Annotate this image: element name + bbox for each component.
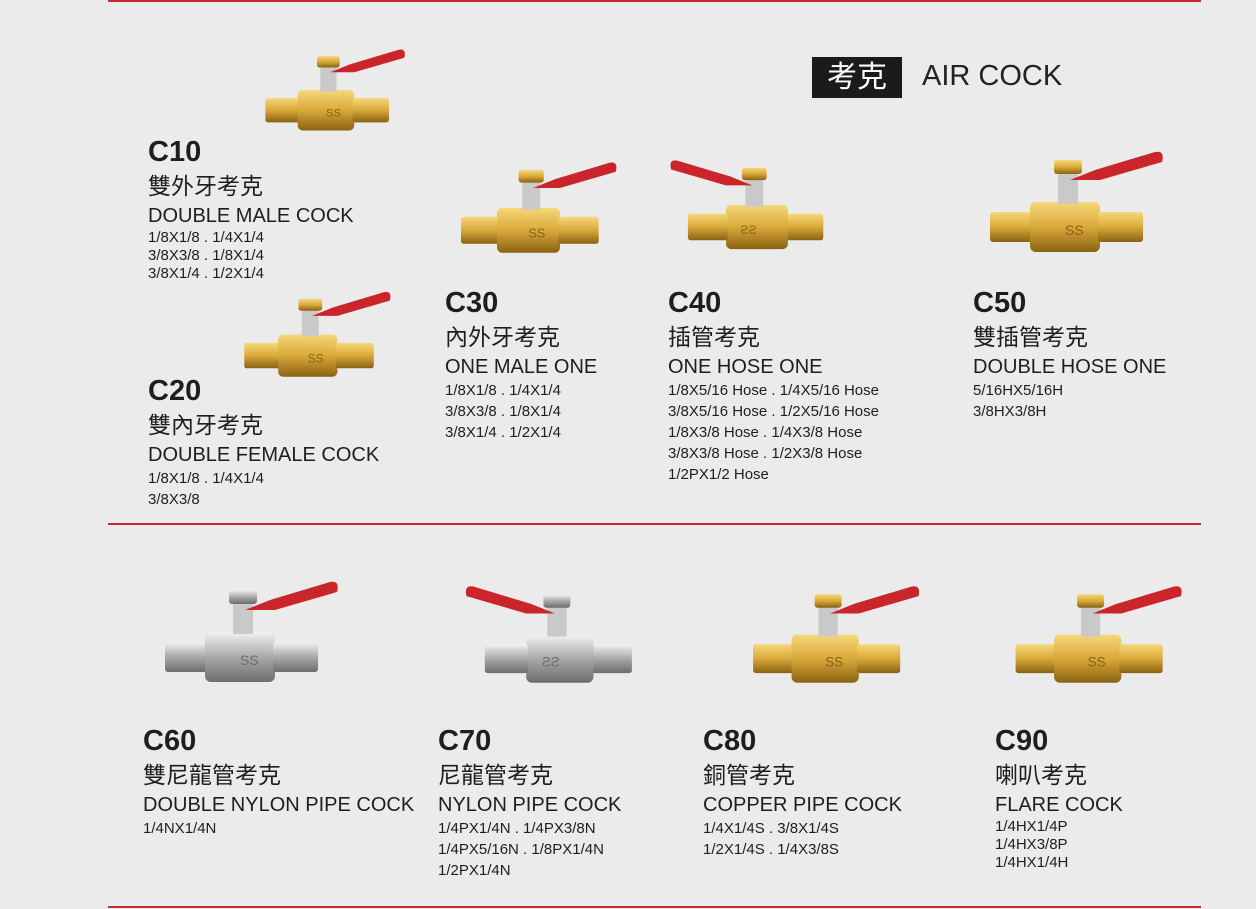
product-image-c90: SS xyxy=(990,575,1195,700)
product-code: C20 xyxy=(148,375,202,407)
product-spec: 1/4HX3/8P xyxy=(995,836,1068,853)
product-spec: 3/8X3/8 xyxy=(148,491,200,508)
product-name-en: DOUBLE FEMALE COCK xyxy=(148,444,380,466)
svg-text:SS: SS xyxy=(825,654,843,669)
product-code: C30 xyxy=(445,287,499,319)
product-image-c80: SS xyxy=(700,575,960,700)
divider-bottom xyxy=(108,906,1201,908)
product-name-en: ONE HOSE ONE xyxy=(668,356,823,378)
product-name-zh: 銅管考克 xyxy=(703,763,795,789)
product-c10: C10 雙外牙考克 DOUBLE MALE COCK 1/8X1/8 . 1/4X… xyxy=(148,137,354,283)
product-name-en: COPPER PIPE COCK xyxy=(703,794,902,816)
product-name-zh: 喇叭考克 xyxy=(995,763,1087,789)
product-c30: C30 內外牙考克 ONE MALE ONE 1/8X1/8 . 1/4X1/4 3… xyxy=(445,288,597,443)
product-code: C10 xyxy=(148,136,202,168)
product-code: C70 xyxy=(438,725,492,757)
svg-text:SS: SS xyxy=(740,223,757,237)
product-image-c20: SS xyxy=(222,282,402,392)
product-name-en: FLARE COCK xyxy=(995,794,1123,816)
product-spec: 3/8X5/16 Hose . 1/2X5/16 Hose xyxy=(668,403,879,420)
product-image-c10: SS xyxy=(245,40,415,145)
product-name-zh: 尼龍管考克 xyxy=(438,763,553,789)
product-spec: 3/8X3/8 Hose . 1/2X3/8 Hose xyxy=(668,445,863,462)
divider-middle xyxy=(108,523,1201,525)
product-spec: 1/8X1/8 . 1/4X1/4 xyxy=(148,229,264,246)
product-spec: 3/8X3/8 . 1/8X1/4 xyxy=(445,403,561,420)
product-spec: 1/8X5/16 Hose . 1/4X5/16 Hose xyxy=(668,382,879,399)
product-name-en: DOUBLE HOSE ONE xyxy=(973,356,1167,378)
product-spec: 1/2PX1/4N xyxy=(438,862,511,879)
product-c50: C50 雙插管考克 DOUBLE HOSE ONE 5/16HX5/16H 3/8H… xyxy=(973,288,1166,422)
product-spec: 3/8X1/4 . 1/2X1/4 xyxy=(445,424,561,441)
product-name-zh: 內外牙考克 xyxy=(445,325,560,351)
section-title-zh: 考克 xyxy=(812,57,902,98)
product-c70: C70 尼龍管考克 NYLON PIPE COCK 1/4PX1/4N . 1/4… xyxy=(438,726,621,881)
product-code: C60 xyxy=(143,725,197,757)
product-name-zh: 雙外牙考克 xyxy=(148,174,263,200)
product-name-zh: 雙插管考克 xyxy=(973,325,1088,351)
product-c80: C80 銅管考克 COPPER PIPE COCK 1/4X1/4S . 3/8X… xyxy=(703,726,902,860)
product-image-c40: SS xyxy=(660,150,845,265)
product-name-zh: 雙尼龍管考克 xyxy=(143,763,281,789)
product-spec: 1/4NX1/4N xyxy=(143,820,217,837)
svg-text:SS: SS xyxy=(542,654,560,669)
product-spec: 3/8X3/8 . 1/8X1/4 xyxy=(148,247,264,264)
svg-text:SS: SS xyxy=(326,108,342,120)
product-name-en: DOUBLE MALE COCK xyxy=(148,205,354,227)
product-spec: 1/4PX1/4N . 1/4PX3/8N xyxy=(438,820,596,837)
product-image-c50: SS xyxy=(970,140,1170,270)
divider-top xyxy=(108,0,1201,2)
product-image-c60: SS xyxy=(115,570,375,700)
product-spec: 5/16HX5/16H xyxy=(973,382,1064,399)
product-spec: 3/8X1/4 . 1/2X1/4 xyxy=(148,265,264,282)
product-code: C80 xyxy=(703,725,757,757)
svg-text:SS: SS xyxy=(1065,222,1084,238)
product-code: C50 xyxy=(973,287,1027,319)
product-spec: 1/4X1/4S . 3/8X1/4S xyxy=(703,820,839,837)
product-spec: 3/8HX3/8H xyxy=(973,403,1047,420)
product-name-zh: 雙內牙考克 xyxy=(148,413,263,439)
product-c60: C60 雙尼龍管考克 DOUBLE NYLON PIPE COCK 1/4NX1/… xyxy=(143,726,414,839)
product-spec: 1/4HX1/4H xyxy=(995,854,1069,871)
svg-text:SS: SS xyxy=(529,227,546,241)
product-spec: 1/8X3/8 Hose . 1/4X3/8 Hose xyxy=(668,424,863,441)
product-c40: C40 插管考克 ONE HOSE ONE 1/8X5/16 Hose . 1/4… xyxy=(668,288,879,485)
product-name-en: ONE MALE ONE xyxy=(445,356,598,378)
product-image-c70: SS xyxy=(425,575,685,700)
product-code: C40 xyxy=(668,287,722,319)
product-name-zh: 插管考克 xyxy=(668,325,760,351)
product-code: C90 xyxy=(995,725,1049,757)
product-spec: 1/4PX5/16N . 1/8PX1/4N xyxy=(438,841,604,858)
product-c20: C20 雙內牙考克 DOUBLE FEMALE COCK 1/8X1/8 . 1/… xyxy=(148,376,379,510)
product-image-c30: SS xyxy=(443,148,623,273)
svg-text:SS: SS xyxy=(240,652,259,668)
product-spec: 1/8X1/8 . 1/4X1/4 xyxy=(445,382,561,399)
section-title-en: AIR COCK xyxy=(922,60,1063,92)
product-spec: 1/4HX1/4P xyxy=(995,818,1068,835)
svg-text:SS: SS xyxy=(308,351,324,365)
product-spec: 1/2X1/4S . 1/4X3/8S xyxy=(703,841,839,858)
product-name-en: NYLON PIPE COCK xyxy=(438,794,622,816)
product-name-en: DOUBLE NYLON PIPE COCK xyxy=(143,794,415,816)
product-spec: 1/8X1/8 . 1/4X1/4 xyxy=(148,470,264,487)
product-spec: 1/2PX1/2 Hose xyxy=(668,466,769,483)
svg-text:SS: SS xyxy=(1088,654,1106,669)
